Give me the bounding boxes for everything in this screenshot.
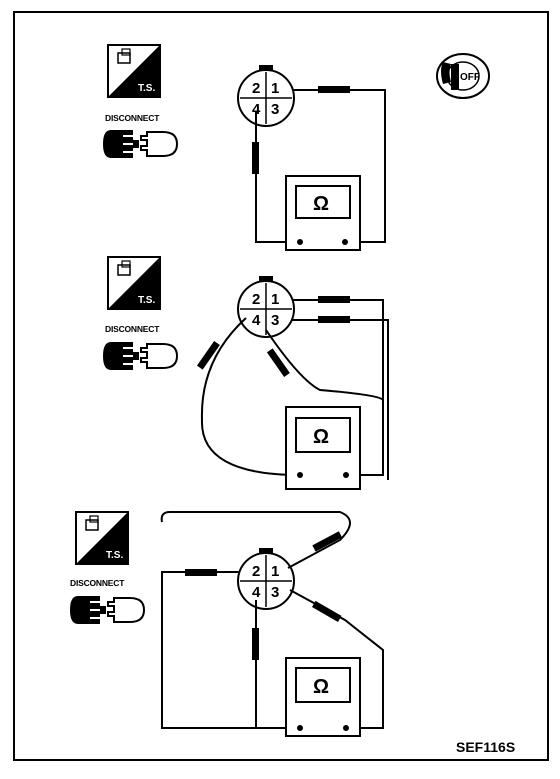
ts-icon: T.S. xyxy=(107,256,161,310)
connector-3: 2 1 4 3 xyxy=(237,548,295,610)
pin-3-label: 3 xyxy=(271,584,279,601)
pin-4-label: 4 xyxy=(252,101,261,118)
pin-2-label: 2 xyxy=(252,291,260,308)
disconnect-connector-icon xyxy=(103,342,179,370)
pin-3-label: 3 xyxy=(271,312,279,329)
disconnect-label: DISCONNECT xyxy=(105,324,160,334)
ts-icon: T.S. xyxy=(75,511,129,565)
disconnect-connector-icon xyxy=(70,596,146,624)
pin-4-label: 4 xyxy=(252,584,261,601)
pin-1-label: 1 xyxy=(271,563,279,580)
ohmmeter-3: Ω xyxy=(285,657,361,737)
ts-label: T.S. xyxy=(106,550,123,561)
figure-frame xyxy=(13,11,549,761)
ohm-symbol: Ω xyxy=(313,676,329,698)
panel-3: T.S. DISCONNECT 2 1 4 3 xyxy=(70,511,384,737)
pin-2-label: 2 xyxy=(252,563,260,580)
pin-1-label: 1 xyxy=(271,80,279,97)
panel-2: T.S. DISCONNECT 2 1 4 3 xyxy=(103,256,389,490)
disconnect-label: DISCONNECT xyxy=(70,578,125,588)
ts-icon: T.S. xyxy=(107,44,161,98)
pin-4-label: 4 xyxy=(252,312,261,329)
ohm-symbol: Ω xyxy=(313,193,329,215)
pin-1-label: 1 xyxy=(271,291,279,308)
ignition-key-off-icon: OFF xyxy=(436,53,490,99)
panel-1: T.S. DISCONNECT OFF 2 1 4 3 xyxy=(103,44,490,251)
ts-label: T.S. xyxy=(138,83,155,94)
ohmmeter-1: Ω xyxy=(285,175,361,251)
disconnect-label: DISCONNECT xyxy=(105,113,160,123)
ts-label: T.S. xyxy=(138,295,155,306)
off-label: OFF xyxy=(460,72,480,83)
connector-2: 2 1 4 3 xyxy=(237,276,295,338)
disconnect-connector-icon xyxy=(103,130,179,158)
ohm-symbol: Ω xyxy=(313,426,329,448)
pin-3-label: 3 xyxy=(271,101,279,118)
connector-1: 2 1 4 3 xyxy=(237,65,295,127)
ohmmeter-2: Ω xyxy=(285,406,361,490)
pin-2-label: 2 xyxy=(252,80,260,97)
figure-reference-code: SEF116S xyxy=(456,739,515,755)
